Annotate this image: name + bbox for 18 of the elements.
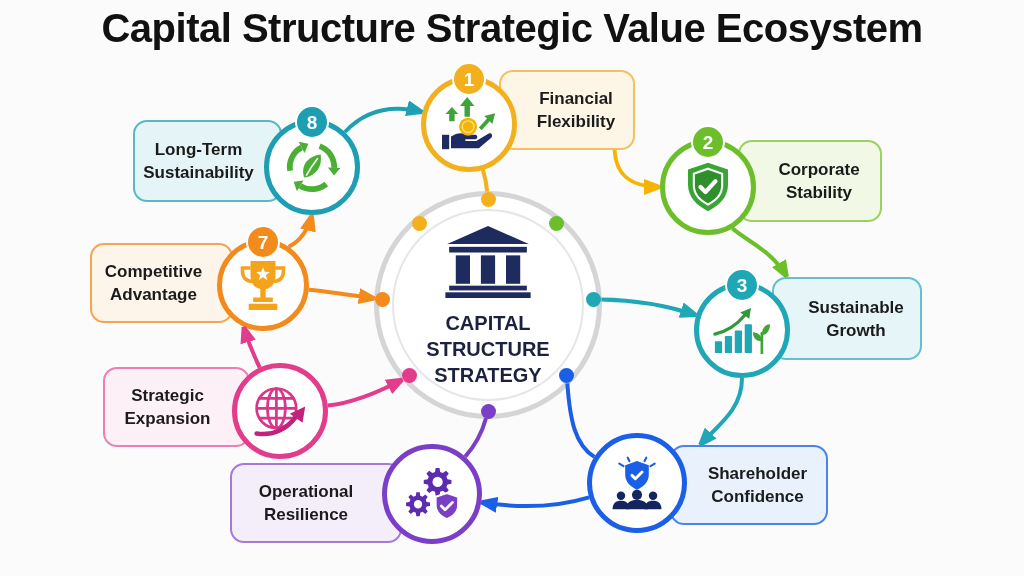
step-title: Strategic Expansion xyxy=(123,385,212,430)
step-title: Long-Term Sustainability xyxy=(142,139,255,184)
step-title: Corporate Stability xyxy=(777,159,861,204)
connector-line xyxy=(565,383,596,459)
number-badge: 3 xyxy=(725,268,759,302)
number-badge: 7 xyxy=(246,225,280,259)
step-title: Shareholder Confidence xyxy=(706,463,809,508)
connector-line xyxy=(480,169,490,192)
hub-title: CAPITAL STRUCTURE STRATEGY xyxy=(425,311,551,388)
number-badge: 1 xyxy=(452,62,486,96)
connector-line xyxy=(463,417,488,458)
step-title: Operational Resilience xyxy=(257,481,355,526)
title: Capital Structure Strategic Value Ecosystem xyxy=(101,5,923,51)
number-badge: 2 xyxy=(691,125,725,159)
number-badge: 8 xyxy=(295,105,329,139)
step-title: Competitive Advantage xyxy=(103,261,204,306)
step-title: Sustainable Growth xyxy=(807,296,905,342)
step-title: Financial Flexibility xyxy=(535,88,617,133)
